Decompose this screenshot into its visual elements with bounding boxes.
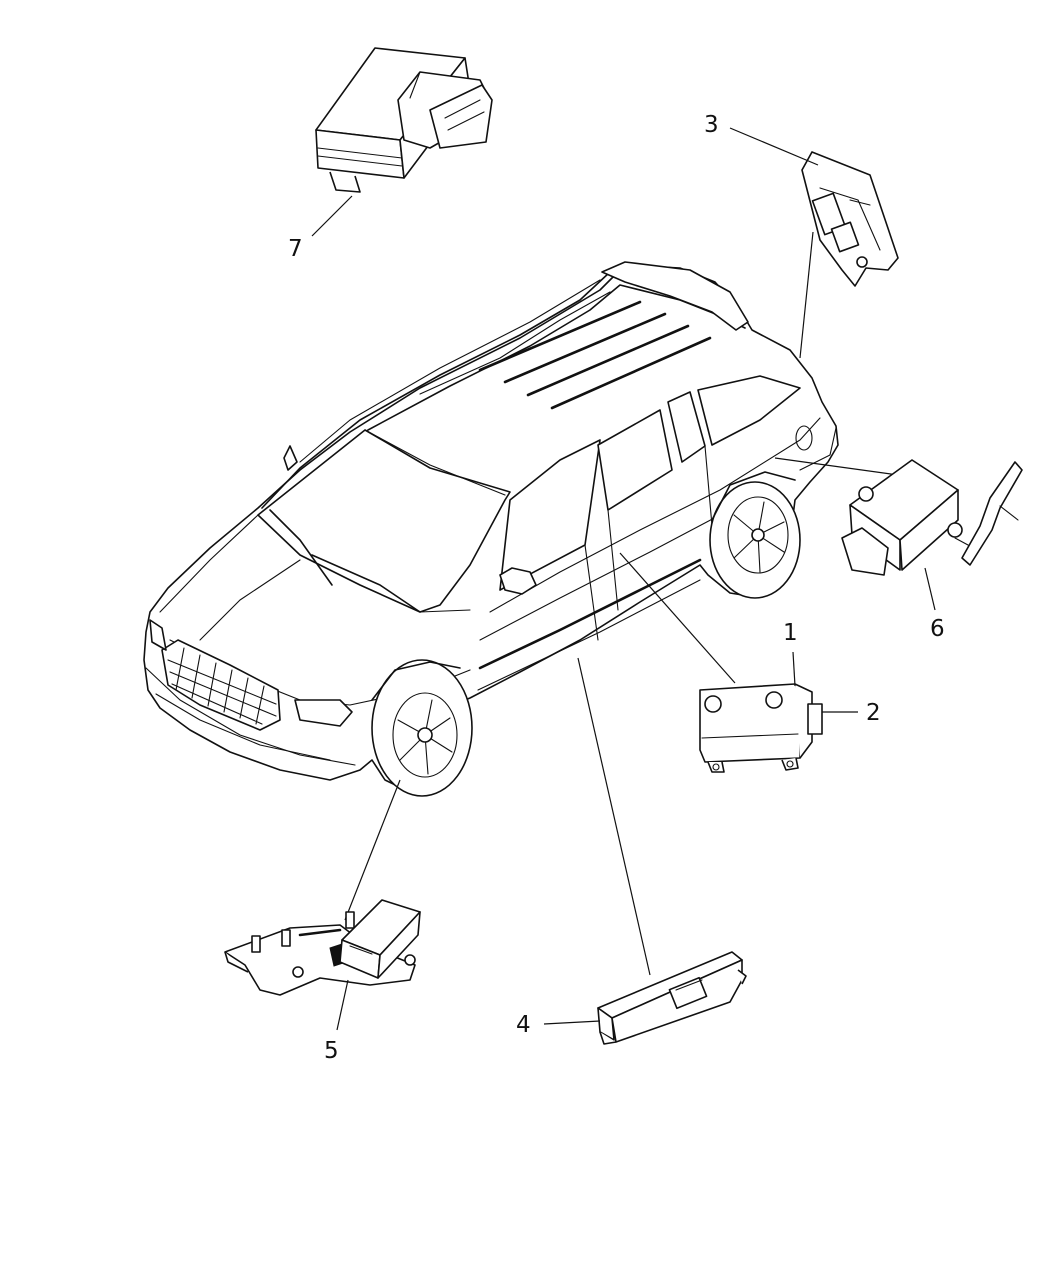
callout-6: 6	[924, 567, 945, 642]
module-4	[597, 951, 747, 1045]
module-4-vehicle-leader	[577, 657, 651, 976]
callout-4-label: 4	[516, 1012, 531, 1038]
module-5-vehicle-leader	[344, 779, 401, 921]
module-3-vehicle-leader	[799, 231, 814, 359]
callout-2-label: 2	[866, 700, 881, 726]
module-7	[315, 47, 493, 193]
callout-3: 3	[704, 112, 819, 166]
callout-7: 7	[288, 195, 353, 262]
callout-5-label: 5	[324, 1038, 339, 1064]
module-1	[699, 683, 823, 773]
module-1-vehicle-leader	[619, 552, 736, 684]
module-6	[841, 459, 1023, 576]
callout-1-label: 1	[783, 620, 798, 646]
module-6-vehicle-leader	[774, 457, 899, 476]
callout-7-label: 7	[288, 236, 303, 262]
callout-6-label: 6	[930, 616, 945, 642]
callout-3-label: 3	[704, 112, 719, 138]
callout-2: 2	[822, 700, 881, 726]
callout-4: 4	[516, 1012, 601, 1038]
callout-1: 1	[783, 620, 798, 687]
module-3	[801, 151, 899, 287]
module-5	[224, 899, 421, 996]
vehicle-illustration	[143, 261, 839, 797]
callout-5: 5	[324, 979, 349, 1064]
